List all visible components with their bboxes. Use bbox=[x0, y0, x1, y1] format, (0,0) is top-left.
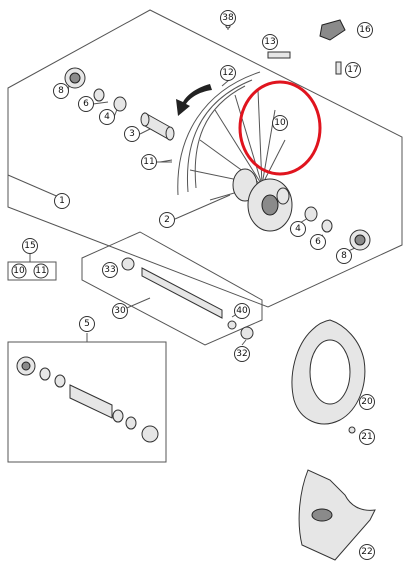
callout-6b: 6 bbox=[310, 234, 326, 250]
callout-6: 6 bbox=[78, 96, 94, 112]
callout-3: 3 bbox=[124, 126, 140, 142]
callout-30: 30 bbox=[112, 303, 128, 319]
callout-4: 4 bbox=[99, 109, 115, 125]
axle-parts bbox=[121, 257, 254, 340]
callout-40: 40 bbox=[234, 303, 250, 319]
callout-1: 1 bbox=[54, 193, 70, 209]
callout-label: 13 bbox=[264, 37, 275, 47]
spoke-kit-frame bbox=[7, 261, 57, 281]
callout-21: 21 bbox=[359, 429, 375, 445]
nipple-part bbox=[159, 159, 173, 163]
disc-bolt bbox=[348, 426, 356, 434]
callout-label: 4 bbox=[295, 224, 301, 234]
callout-38: 38 bbox=[220, 10, 236, 26]
callout-label: 1 bbox=[59, 196, 65, 206]
callout-17: 17 bbox=[345, 62, 361, 78]
callout-label: 33 bbox=[104, 265, 115, 275]
callout-32: 32 bbox=[234, 346, 250, 362]
callout-13: 13 bbox=[262, 34, 278, 50]
callout-label: 12 bbox=[222, 68, 233, 78]
callout-20: 20 bbox=[359, 394, 375, 410]
callout-label: 17 bbox=[347, 65, 358, 75]
valve-parts bbox=[225, 19, 346, 75]
right-bearing-parts bbox=[304, 206, 371, 251]
callout-label: 21 bbox=[361, 432, 372, 442]
axle-assembly-frame bbox=[81, 231, 263, 346]
callout-label: 6 bbox=[83, 99, 89, 109]
callout-label: 15 bbox=[24, 241, 35, 251]
callout-10: 10 bbox=[272, 115, 288, 131]
callout-11b: 11 bbox=[33, 263, 49, 279]
left-bearing-parts bbox=[64, 67, 175, 141]
disc-guard bbox=[298, 469, 376, 561]
callout-15: 15 bbox=[22, 238, 38, 254]
callout-label: 10 bbox=[13, 266, 25, 276]
callout-10b: 10 bbox=[11, 263, 27, 279]
callout-33: 33 bbox=[102, 262, 118, 278]
callout-label: 2 bbox=[164, 215, 170, 225]
callout-11: 11 bbox=[141, 154, 157, 170]
wheel-rim bbox=[177, 71, 286, 201]
callout-label: 8 bbox=[58, 86, 64, 96]
callout-label: 8 bbox=[341, 251, 347, 261]
wheel-hub bbox=[232, 168, 293, 232]
callout-22: 22 bbox=[359, 544, 375, 560]
callout-label: 20 bbox=[361, 397, 373, 407]
callout-label: 32 bbox=[236, 349, 247, 359]
curved-arrow-icon bbox=[176, 84, 212, 116]
wheel-assembly-frame bbox=[7, 9, 403, 308]
callout-16: 16 bbox=[357, 22, 373, 38]
callout-label: 5 bbox=[84, 319, 90, 329]
callout-label: 6 bbox=[315, 237, 321, 247]
callout-5: 5 bbox=[79, 316, 95, 332]
callout-label: 11 bbox=[35, 266, 46, 276]
callout-label: 16 bbox=[359, 25, 371, 35]
callout-label: 30 bbox=[114, 306, 126, 316]
callout-label: 22 bbox=[361, 547, 372, 557]
brake-disc bbox=[291, 319, 366, 425]
callout-8: 8 bbox=[53, 83, 69, 99]
callout-label: 11 bbox=[143, 157, 154, 167]
callout-label: 40 bbox=[236, 306, 248, 316]
callout-label: 4 bbox=[104, 112, 110, 122]
callout-12: 12 bbox=[220, 65, 236, 81]
callout-8b: 8 bbox=[336, 248, 352, 264]
callout-2: 2 bbox=[159, 212, 175, 228]
highlight-circle bbox=[238, 80, 322, 176]
callout-label: 38 bbox=[222, 13, 234, 23]
callout-4b: 4 bbox=[290, 221, 306, 237]
bearing-kit-parts bbox=[16, 356, 159, 443]
callout-label: 3 bbox=[129, 129, 135, 139]
callout-label: 10 bbox=[274, 118, 286, 128]
